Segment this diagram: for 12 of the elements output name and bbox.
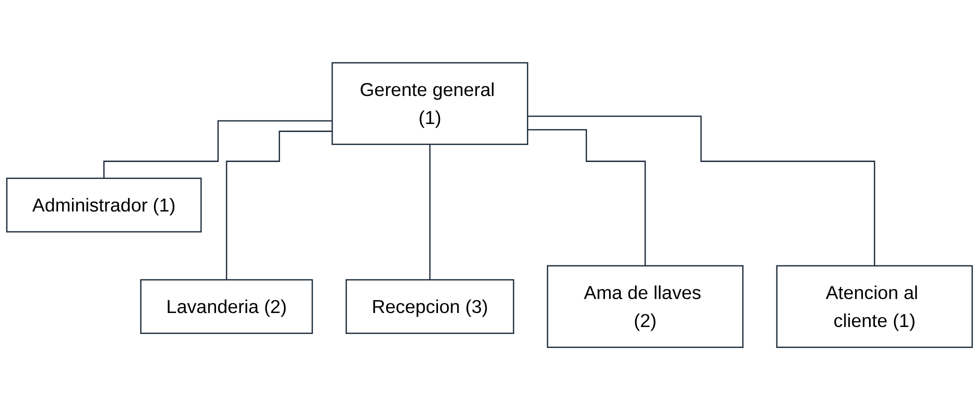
node-box [346,280,514,334]
connector [103,120,332,180]
node-box [140,280,313,334]
node-box [546,266,744,348]
node-box [776,266,973,348]
org-chart: Gerente general (1) Administrador (1) Lavanderia (2) Recepcion (3) Ama de llaves (2) Atencion al cliente (1) [0,56,979,355]
connector [528,116,876,267]
connector [429,144,431,281]
node-box [332,62,528,146]
node-box [6,178,202,233]
connector [226,131,332,281]
connector [528,130,646,267]
